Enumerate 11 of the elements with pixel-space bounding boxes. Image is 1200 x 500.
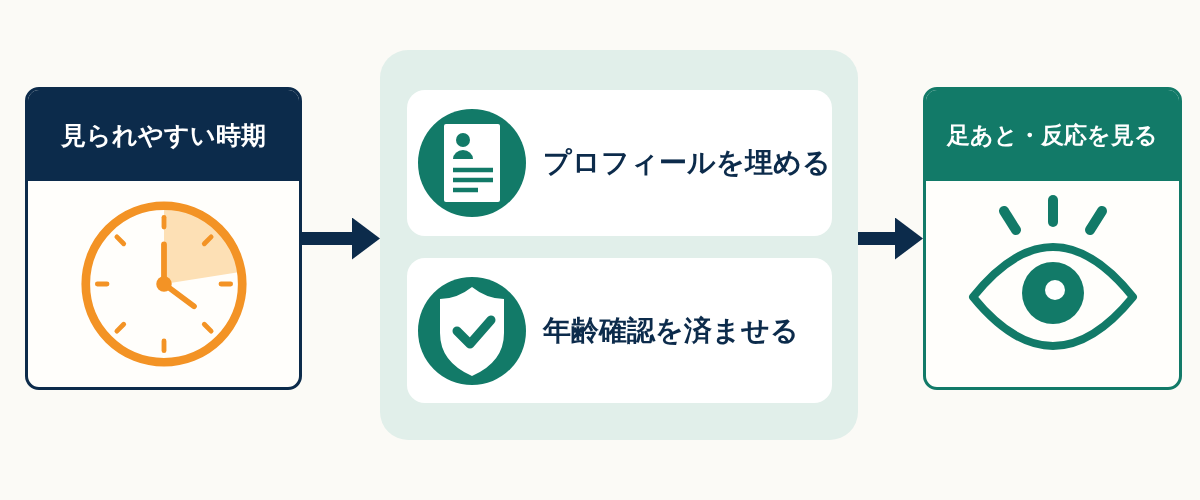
step-label: 年齢確認を済ませる <box>543 313 799 348</box>
step-card <box>407 90 832 236</box>
card-heading: 見られやすい時期 <box>28 90 299 181</box>
card-heading: 足あと・反応を見る <box>926 90 1179 181</box>
step-card <box>923 87 1182 390</box>
step-card <box>25 87 302 390</box>
step-card <box>407 258 832 403</box>
arrow <box>858 217 923 260</box>
arrow <box>302 217 380 260</box>
step-label: プロフィールを埋める <box>543 146 831 180</box>
group-panel <box>380 50 858 440</box>
